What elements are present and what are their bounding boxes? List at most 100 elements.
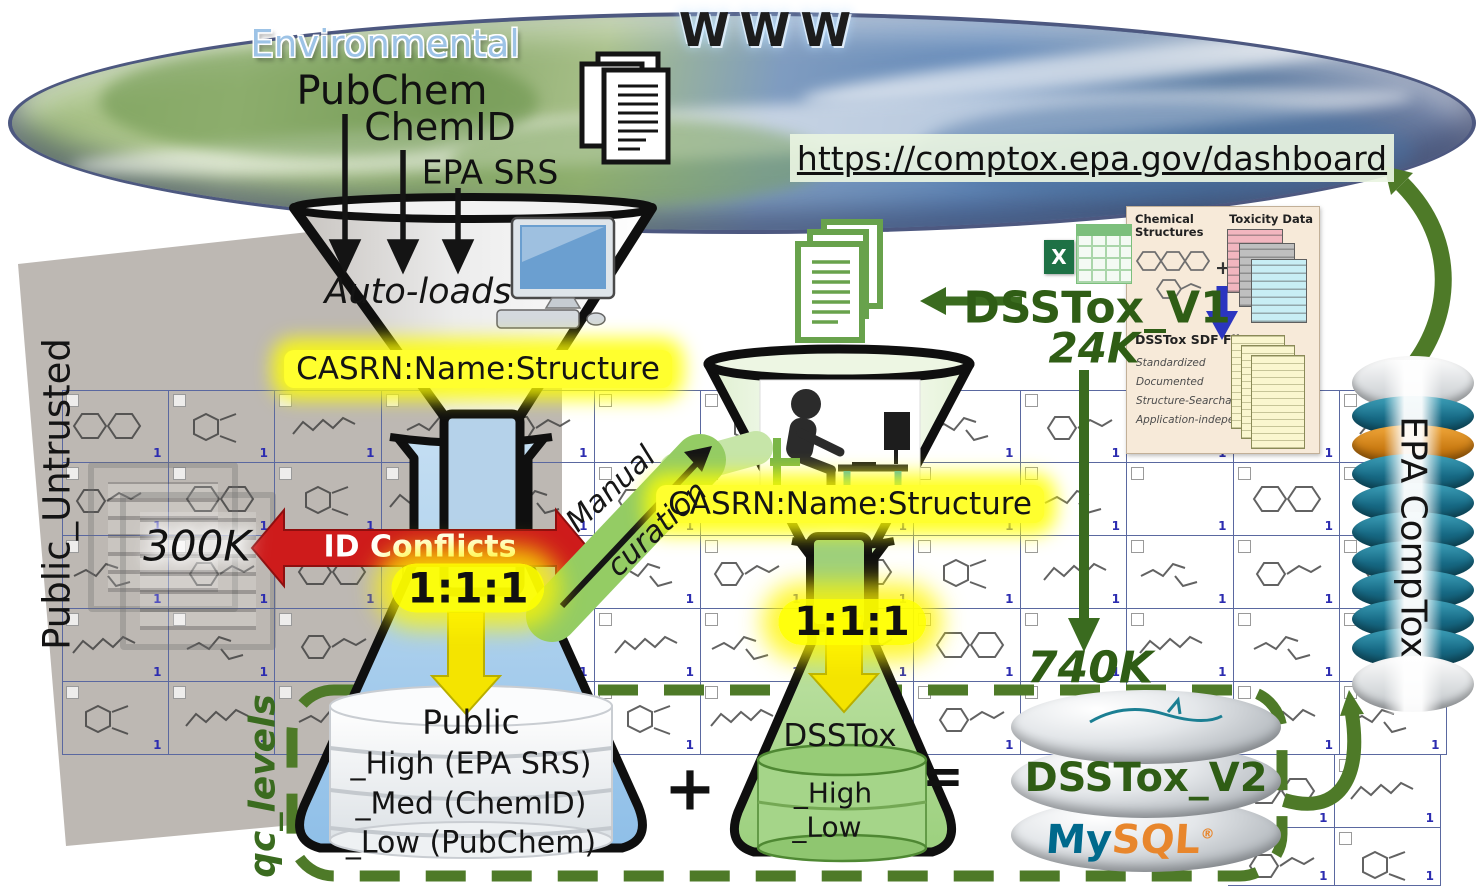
cell-count-badge: 1	[259, 738, 268, 752]
source-environmental: Environmental	[250, 22, 520, 66]
ratio-dsstox: 1:1:1	[778, 599, 926, 645]
cell-count-badge: 1	[579, 665, 588, 679]
cell-checkbox	[172, 540, 186, 553]
cell-count-badge: 1	[898, 665, 907, 679]
chem-structure-sketch	[72, 635, 136, 654]
cell-checkbox	[66, 467, 79, 480]
documents-icon	[579, 51, 671, 165]
cell-count-badge: 1	[259, 665, 268, 679]
chem-grid-cell: 1	[1020, 609, 1127, 682]
chem-grid-cell: 1	[275, 390, 382, 463]
source-arrows	[328, 114, 475, 275]
grid-border	[62, 390, 63, 755]
chem-structure-sketch	[85, 704, 129, 735]
cell-checkbox	[705, 540, 718, 553]
id-conflicts-label: ID Conflicts	[323, 529, 517, 565]
cell-count-badge: 1	[1324, 665, 1333, 679]
cell-count-badge: 1	[1218, 592, 1227, 606]
cell-checkbox	[1131, 467, 1144, 480]
chem-structure-sketch	[710, 708, 774, 727]
chem-structure-sketch	[192, 412, 236, 443]
spreadsheet-header	[1077, 225, 1131, 236]
chem-structure-sketch	[188, 562, 255, 586]
public-level-high: _High (EPA SRS)	[350, 746, 592, 782]
chem-structure-sketch	[1140, 562, 1198, 588]
faded-documents-icon	[120, 492, 276, 650]
cell-checkbox	[1338, 832, 1352, 845]
computer-icon	[496, 216, 616, 329]
cell-count-badge: 1	[366, 446, 375, 460]
chem-grid-cell: 1	[1127, 609, 1234, 682]
toxicity-sheet-cyan	[1251, 259, 1307, 323]
cell-count-badge: 1	[1324, 446, 1333, 460]
panel-toxicity-data-title: Toxicity Data	[1229, 212, 1313, 226]
casrn-label-auto: CASRN:Name:Structure	[284, 350, 672, 388]
cell-count-badge: 1	[1005, 519, 1014, 533]
cell-count-badge: 1	[1111, 665, 1120, 679]
dsstox-v1-count: 24K	[1048, 323, 1140, 373]
cell-count-badge: 1	[1319, 811, 1328, 825]
cell-count-badge: 1	[685, 738, 694, 752]
chem-grid-cell: 1	[1233, 536, 1340, 609]
dsstox-v1-flow-arrow	[1068, 370, 1100, 652]
chem-structure-sketch	[1139, 635, 1203, 654]
cell-count-badge: 1	[153, 446, 162, 460]
sdf-property: Standardized	[1136, 357, 1206, 369]
chem-structure-sketch	[626, 704, 670, 735]
spreadsheet-grid-icon	[1076, 224, 1132, 284]
public-db-cylinder	[329, 685, 613, 859]
cell-count-badge: 1	[685, 519, 694, 533]
cell-count-badge: 1	[1324, 519, 1333, 533]
chem-grid-cell: 1	[168, 463, 275, 536]
green-documents-icon	[795, 219, 883, 343]
cell-checkbox	[598, 467, 612, 480]
chem-structure-sketch	[305, 485, 349, 516]
cell-checkbox	[66, 394, 79, 407]
dsstox-v1-left-arrow	[920, 287, 1022, 315]
cell-checkbox	[172, 613, 186, 626]
chem-grid-cell: 1	[168, 682, 275, 755]
chem-structure-sketch	[75, 489, 142, 513]
dsstox-level-low: _Low	[792, 810, 862, 844]
dashboard-url: https://comptox.epa.gov/dashboard	[796, 138, 1388, 178]
cell-checkbox	[172, 467, 186, 480]
dashboard-url-strip: https://comptox.epa.gov/dashboard	[790, 134, 1394, 182]
cell-checkbox	[705, 613, 718, 626]
cell-checkbox	[1344, 394, 1357, 407]
public-flask-title: Public	[422, 702, 520, 742]
dsstox-flask-title: DSSTox	[783, 718, 897, 754]
cell-count-badge: 1	[153, 592, 162, 606]
chem-grid-cell: 1	[168, 390, 275, 463]
cell-checkbox	[279, 686, 292, 699]
ratio-public: 1:1:1	[391, 563, 545, 613]
cell-checkbox	[598, 613, 612, 626]
cell-checkbox	[1237, 540, 1251, 553]
chem-grid-cell: 1	[168, 609, 275, 682]
hexagon-structures-sketch	[1135, 251, 1211, 299]
db-disc	[1011, 690, 1281, 764]
globe-land-blob	[99, 45, 538, 158]
cell-checkbox	[598, 394, 612, 407]
cell-count-badge: 1	[1005, 592, 1014, 606]
qc-levels-dashed-border	[286, 684, 1288, 882]
chem-grid-cell: 1	[1233, 609, 1340, 682]
cell-checkbox	[279, 613, 292, 626]
cell-count-badge: 1	[1005, 665, 1014, 679]
cell-count-badge: 1	[579, 446, 588, 460]
cell-count-badge: 1	[898, 519, 907, 533]
cell-count-badge: 1	[1111, 519, 1120, 533]
cell-checkbox	[705, 686, 718, 699]
cell-count-badge: 1	[1111, 592, 1120, 606]
cell-checkbox	[705, 394, 718, 407]
dsstox-v2-label: DSSTox_V2	[1024, 755, 1268, 801]
public-level-low: _Low (PubChem)	[345, 825, 597, 861]
cell-count-badge: 1	[153, 738, 162, 752]
cell-checkbox	[1237, 467, 1251, 480]
auto-loads-label: Auto-loads	[324, 272, 512, 312]
chem-structure-sketch	[72, 413, 142, 439]
chem-structure-sketch	[292, 416, 356, 435]
chem-grid-cell: 1	[62, 682, 169, 755]
source-pubchem: PubChem	[296, 68, 488, 114]
cell-count-badge: 1	[1005, 738, 1014, 752]
